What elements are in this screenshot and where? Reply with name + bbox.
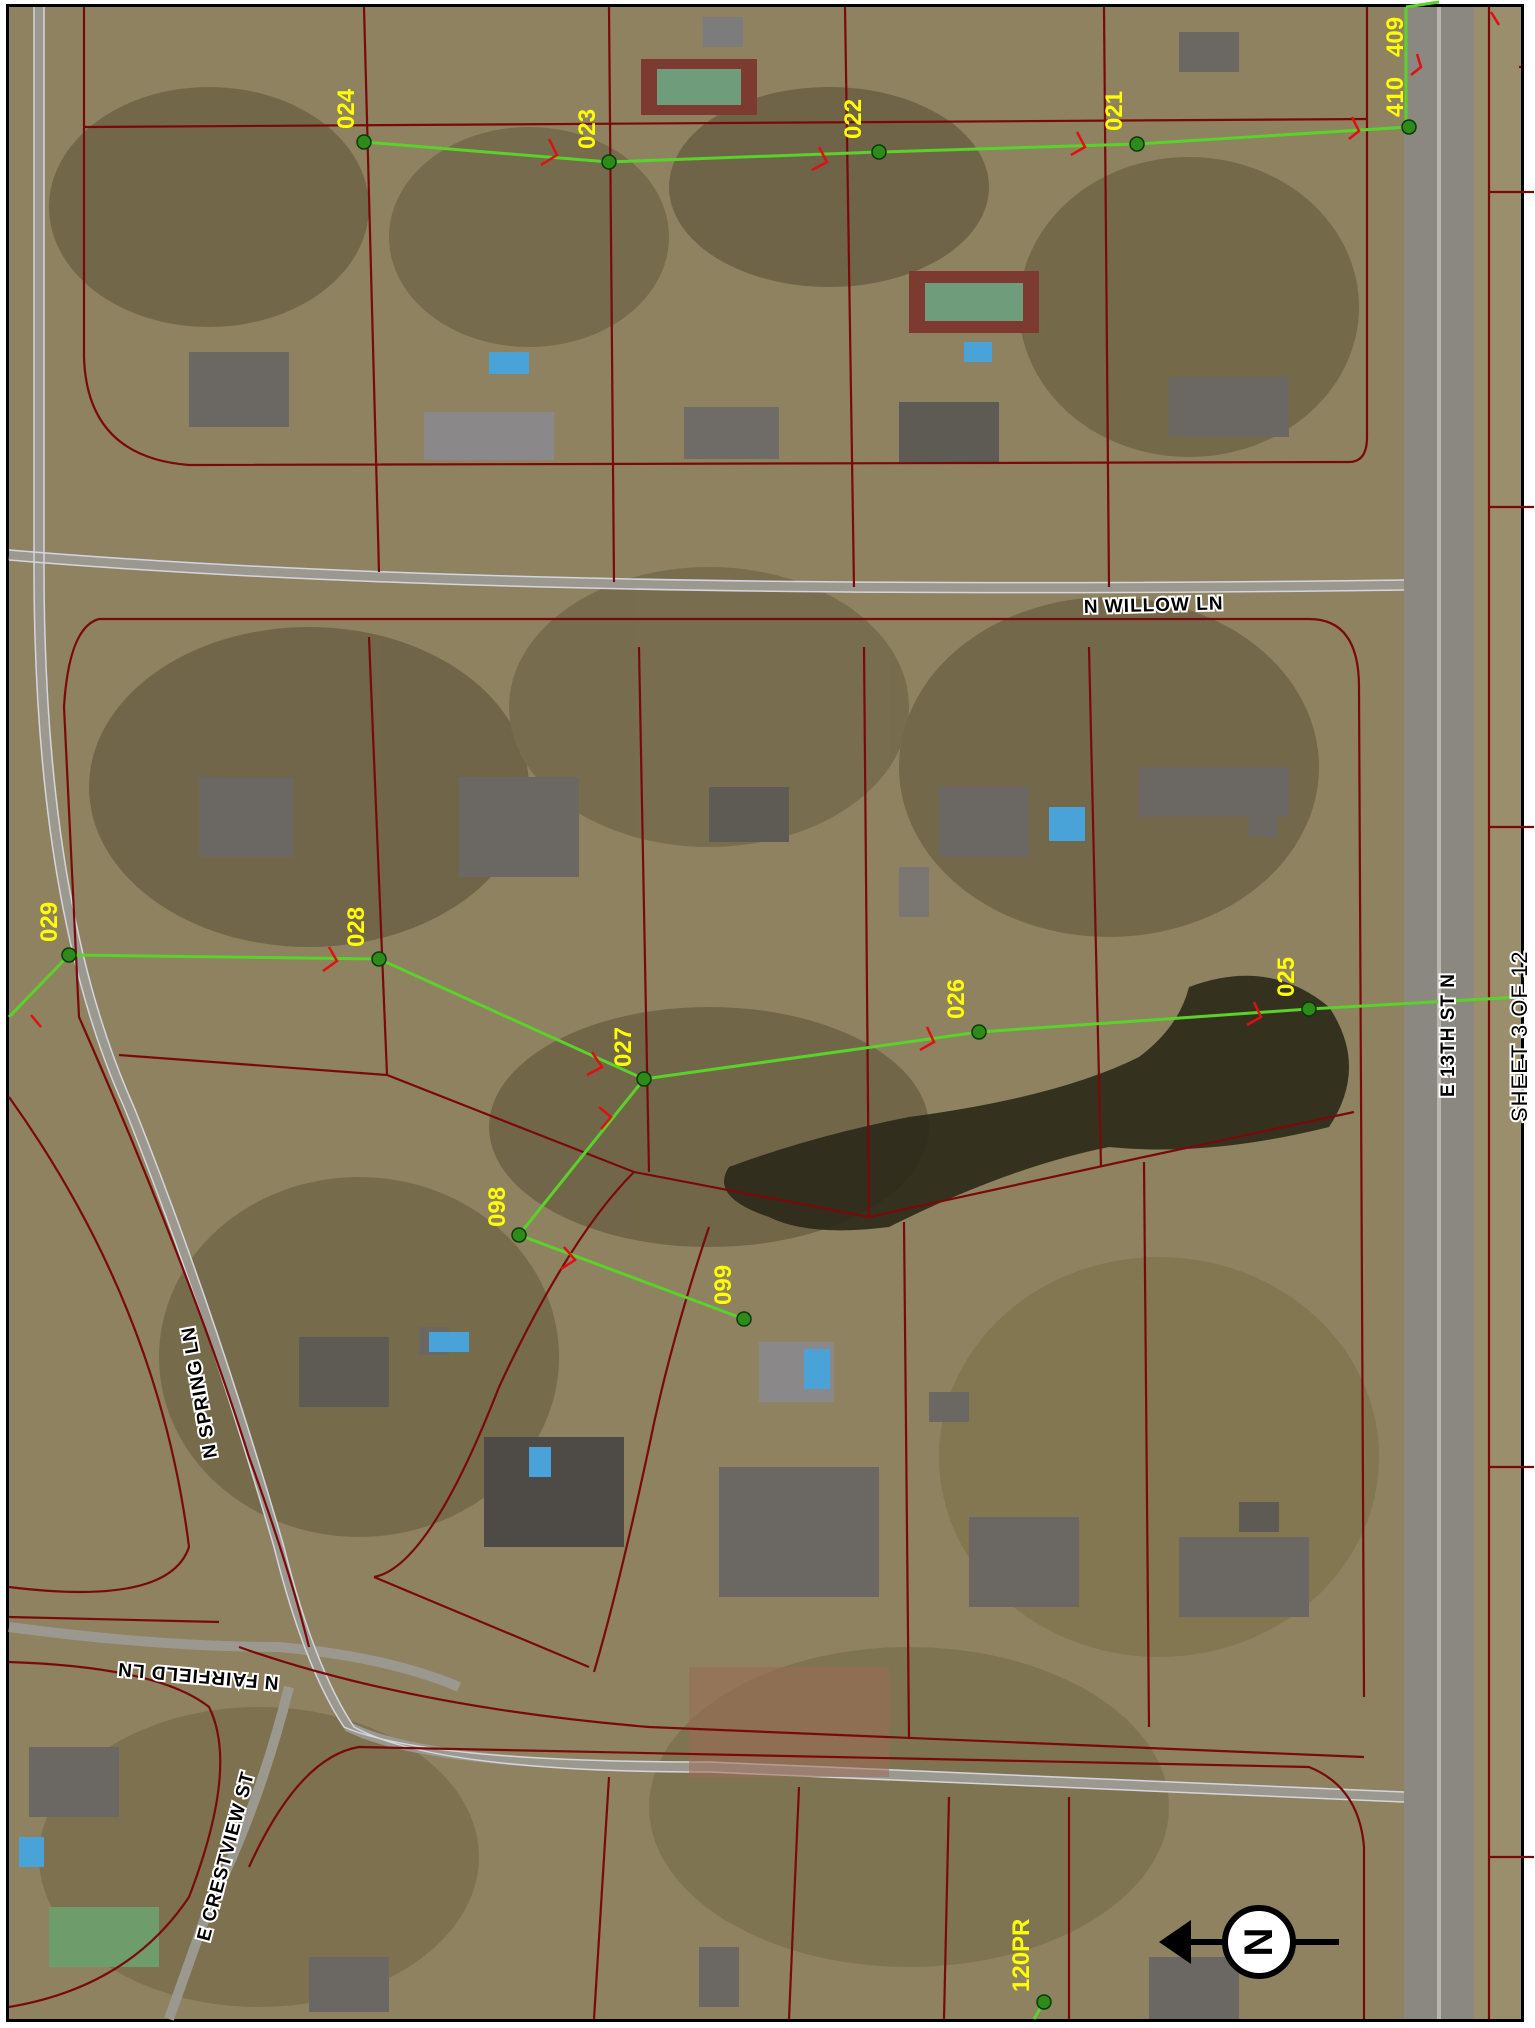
label-026: 026	[943, 979, 970, 1019]
sheet-label: SHEET 3 OF 12	[1507, 950, 1532, 1122]
label-023: 023	[574, 109, 601, 149]
parcel-lines	[8, 6, 1534, 2020]
local-roads	[8, 7, 1405, 2021]
node-022	[871, 144, 887, 160]
map-frame: 024 023 022 021 410 409 029 028 027 026 …	[6, 0, 1534, 2022]
label-027: 027	[610, 1027, 637, 1067]
structures	[19, 17, 1309, 2019]
node-410	[1401, 119, 1417, 135]
aerial-map[interactable]: 024 023 022 021 410 409 029 028 027 026 …	[7, 0, 1534, 2021]
road-label-willow: N WILLOW LN	[1084, 593, 1224, 618]
label-025: 025	[1273, 957, 1300, 997]
node-026	[971, 1024, 987, 1040]
pipeline-nodes[interactable]	[61, 119, 1417, 2010]
node-025	[1301, 1001, 1317, 1017]
node-023	[601, 154, 617, 170]
node-029	[61, 947, 77, 963]
label-029: 029	[36, 902, 63, 942]
node-021	[1129, 136, 1145, 152]
node-098	[511, 1227, 527, 1243]
highway	[1404, 7, 1521, 2019]
label-022: 022	[840, 99, 867, 139]
flow-markers	[30, 11, 1501, 1271]
node-028	[371, 951, 387, 967]
label-099: 099	[710, 1265, 737, 1305]
label-098: 098	[484, 1187, 511, 1227]
label-410: 410	[1382, 77, 1409, 117]
node-labels: 024 023 022 021 410 409 029 028 027 026 …	[36, 17, 1409, 1992]
node-027	[636, 1071, 652, 1087]
road-label-13th: E 13TH ST N	[1438, 973, 1459, 1097]
label-120pr: 120PR	[1008, 1919, 1035, 1992]
node-120pr	[1036, 1994, 1052, 2010]
label-409: 409	[1382, 17, 1409, 57]
north-arrow-label: N	[1237, 1928, 1281, 1957]
node-099	[736, 1311, 752, 1327]
pond	[724, 975, 1349, 1231]
node-024	[356, 134, 372, 150]
label-021: 021	[1101, 91, 1128, 131]
label-024: 024	[333, 88, 360, 129]
north-arrow: N	[1159, 1905, 1339, 1979]
road-edges	[8, 7, 1405, 1803]
label-028: 028	[343, 907, 370, 947]
